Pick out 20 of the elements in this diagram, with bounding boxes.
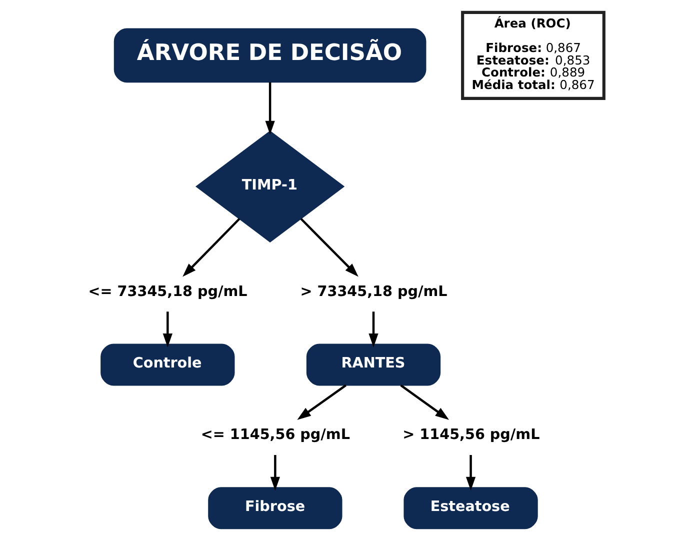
node-box: RANTES (306, 344, 440, 386)
arrow (300, 218, 358, 277)
arrow (162, 312, 172, 348)
arrow (400, 384, 449, 420)
node-box: Fibrose (208, 487, 342, 530)
node-box: ÁRVORE DE DECISÃO (113, 28, 426, 83)
arrow (368, 312, 378, 348)
arrow (465, 455, 476, 491)
node-box: Esteatose (403, 487, 538, 530)
node-text: <= 73345,18 pg/mL (88, 284, 247, 300)
node-text: <= 1145,56 pg/mL (200, 427, 350, 444)
node-diamond: TIMP-1 (194, 130, 344, 242)
node-text: > 1145,56 pg/mL (402, 427, 540, 444)
arrow (270, 455, 280, 491)
node-text: > 73345,18 pg/mL (300, 284, 447, 300)
arrow (182, 218, 240, 277)
arrow (264, 82, 274, 135)
node-box: Área (ROC) Fibrose: 0,867 Esteatose: 0,853 Controle: 0,889 Média total: 0,867 (460, 10, 605, 100)
node-box: Controle (100, 344, 234, 386)
arrow (296, 384, 346, 420)
